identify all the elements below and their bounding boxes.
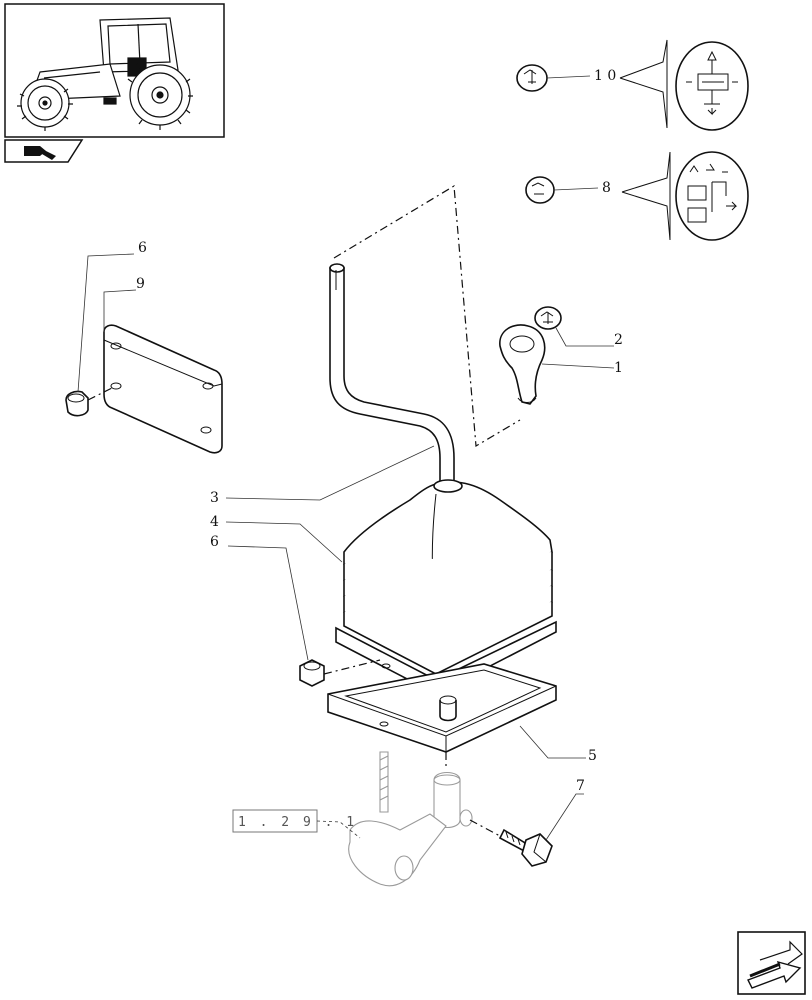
part-9-gasket: 9 <box>103 276 223 454</box>
decal-10-enlarged <box>675 41 749 131</box>
part-5-plate: 5 <box>327 663 597 764</box>
callout-6b: 6 <box>210 534 219 550</box>
callout-8: 8 <box>602 180 611 196</box>
next-page-arrow-icon <box>747 940 803 989</box>
part-10-decal: 1 0 <box>516 39 749 131</box>
tractor-overview-icon <box>17 17 193 131</box>
assembly-dash-line <box>333 184 521 448</box>
callout-6a: 6 <box>138 240 147 256</box>
callout-2: 2 <box>614 332 623 348</box>
part-3-lever: 3 <box>210 263 455 506</box>
part-2-cap: 2 <box>534 306 623 348</box>
linkage-ghost <box>348 751 473 887</box>
part-8-decal: 8 <box>525 151 749 241</box>
callout-3: 3 <box>210 490 219 506</box>
part-1-knob: 1 <box>499 324 623 405</box>
callout-9: 9 <box>136 276 145 292</box>
callout-1: 1 <box>614 360 623 376</box>
part-7-bolt: 7 <box>469 778 585 867</box>
reference-label: 1 . 2 9 . 1 <box>238 815 357 830</box>
part-4-boot: 4 <box>210 479 557 695</box>
callout-10: 1 0 <box>594 68 616 84</box>
callout-7: 7 <box>576 778 585 794</box>
callout-4: 4 <box>210 514 219 530</box>
section-arrow-icon <box>24 146 56 160</box>
decal-8-enlarged <box>675 151 749 241</box>
next-page-button[interactable] <box>737 931 806 995</box>
section-tag[interactable] <box>4 139 84 163</box>
part-6-nut-upper: 6 <box>65 240 147 417</box>
tractor-thumbnail[interactable] <box>4 3 225 138</box>
reference-box[interactable]: 1 . 2 9 . 1 <box>232 809 361 839</box>
part-6-nut-lower: 6 <box>210 534 381 687</box>
callout-5: 5 <box>588 748 597 764</box>
